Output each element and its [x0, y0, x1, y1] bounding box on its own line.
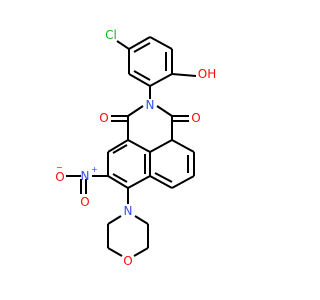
morpholine-nitrogen-label: N: [124, 204, 133, 218]
nitro-nitrogen-label: N: [81, 169, 90, 183]
nitro-oxygen-left-label: O: [55, 170, 64, 184]
morpholine-oxygen-label: O: [123, 254, 132, 268]
molecule-structure: Cl OH N O O N + O − O N O: [55, 28, 216, 268]
imide-nitrogen-label: N: [146, 98, 155, 112]
carbonyl-oxygen-right-label: O: [191, 111, 200, 125]
chlorine-label: Cl: [105, 28, 117, 42]
nitro-oxygen-bottom-label: O: [80, 195, 89, 209]
hydroxyl-label: OH: [198, 67, 216, 81]
nitro-plus-charge: +: [91, 165, 98, 174]
bonds: [66, 36, 197, 257]
atom-labels: Cl OH N O O N + O − O N O: [55, 28, 216, 268]
carbonyl-oxygen-left-label: O: [99, 111, 108, 125]
nitro-minus-charge: −: [56, 163, 63, 172]
